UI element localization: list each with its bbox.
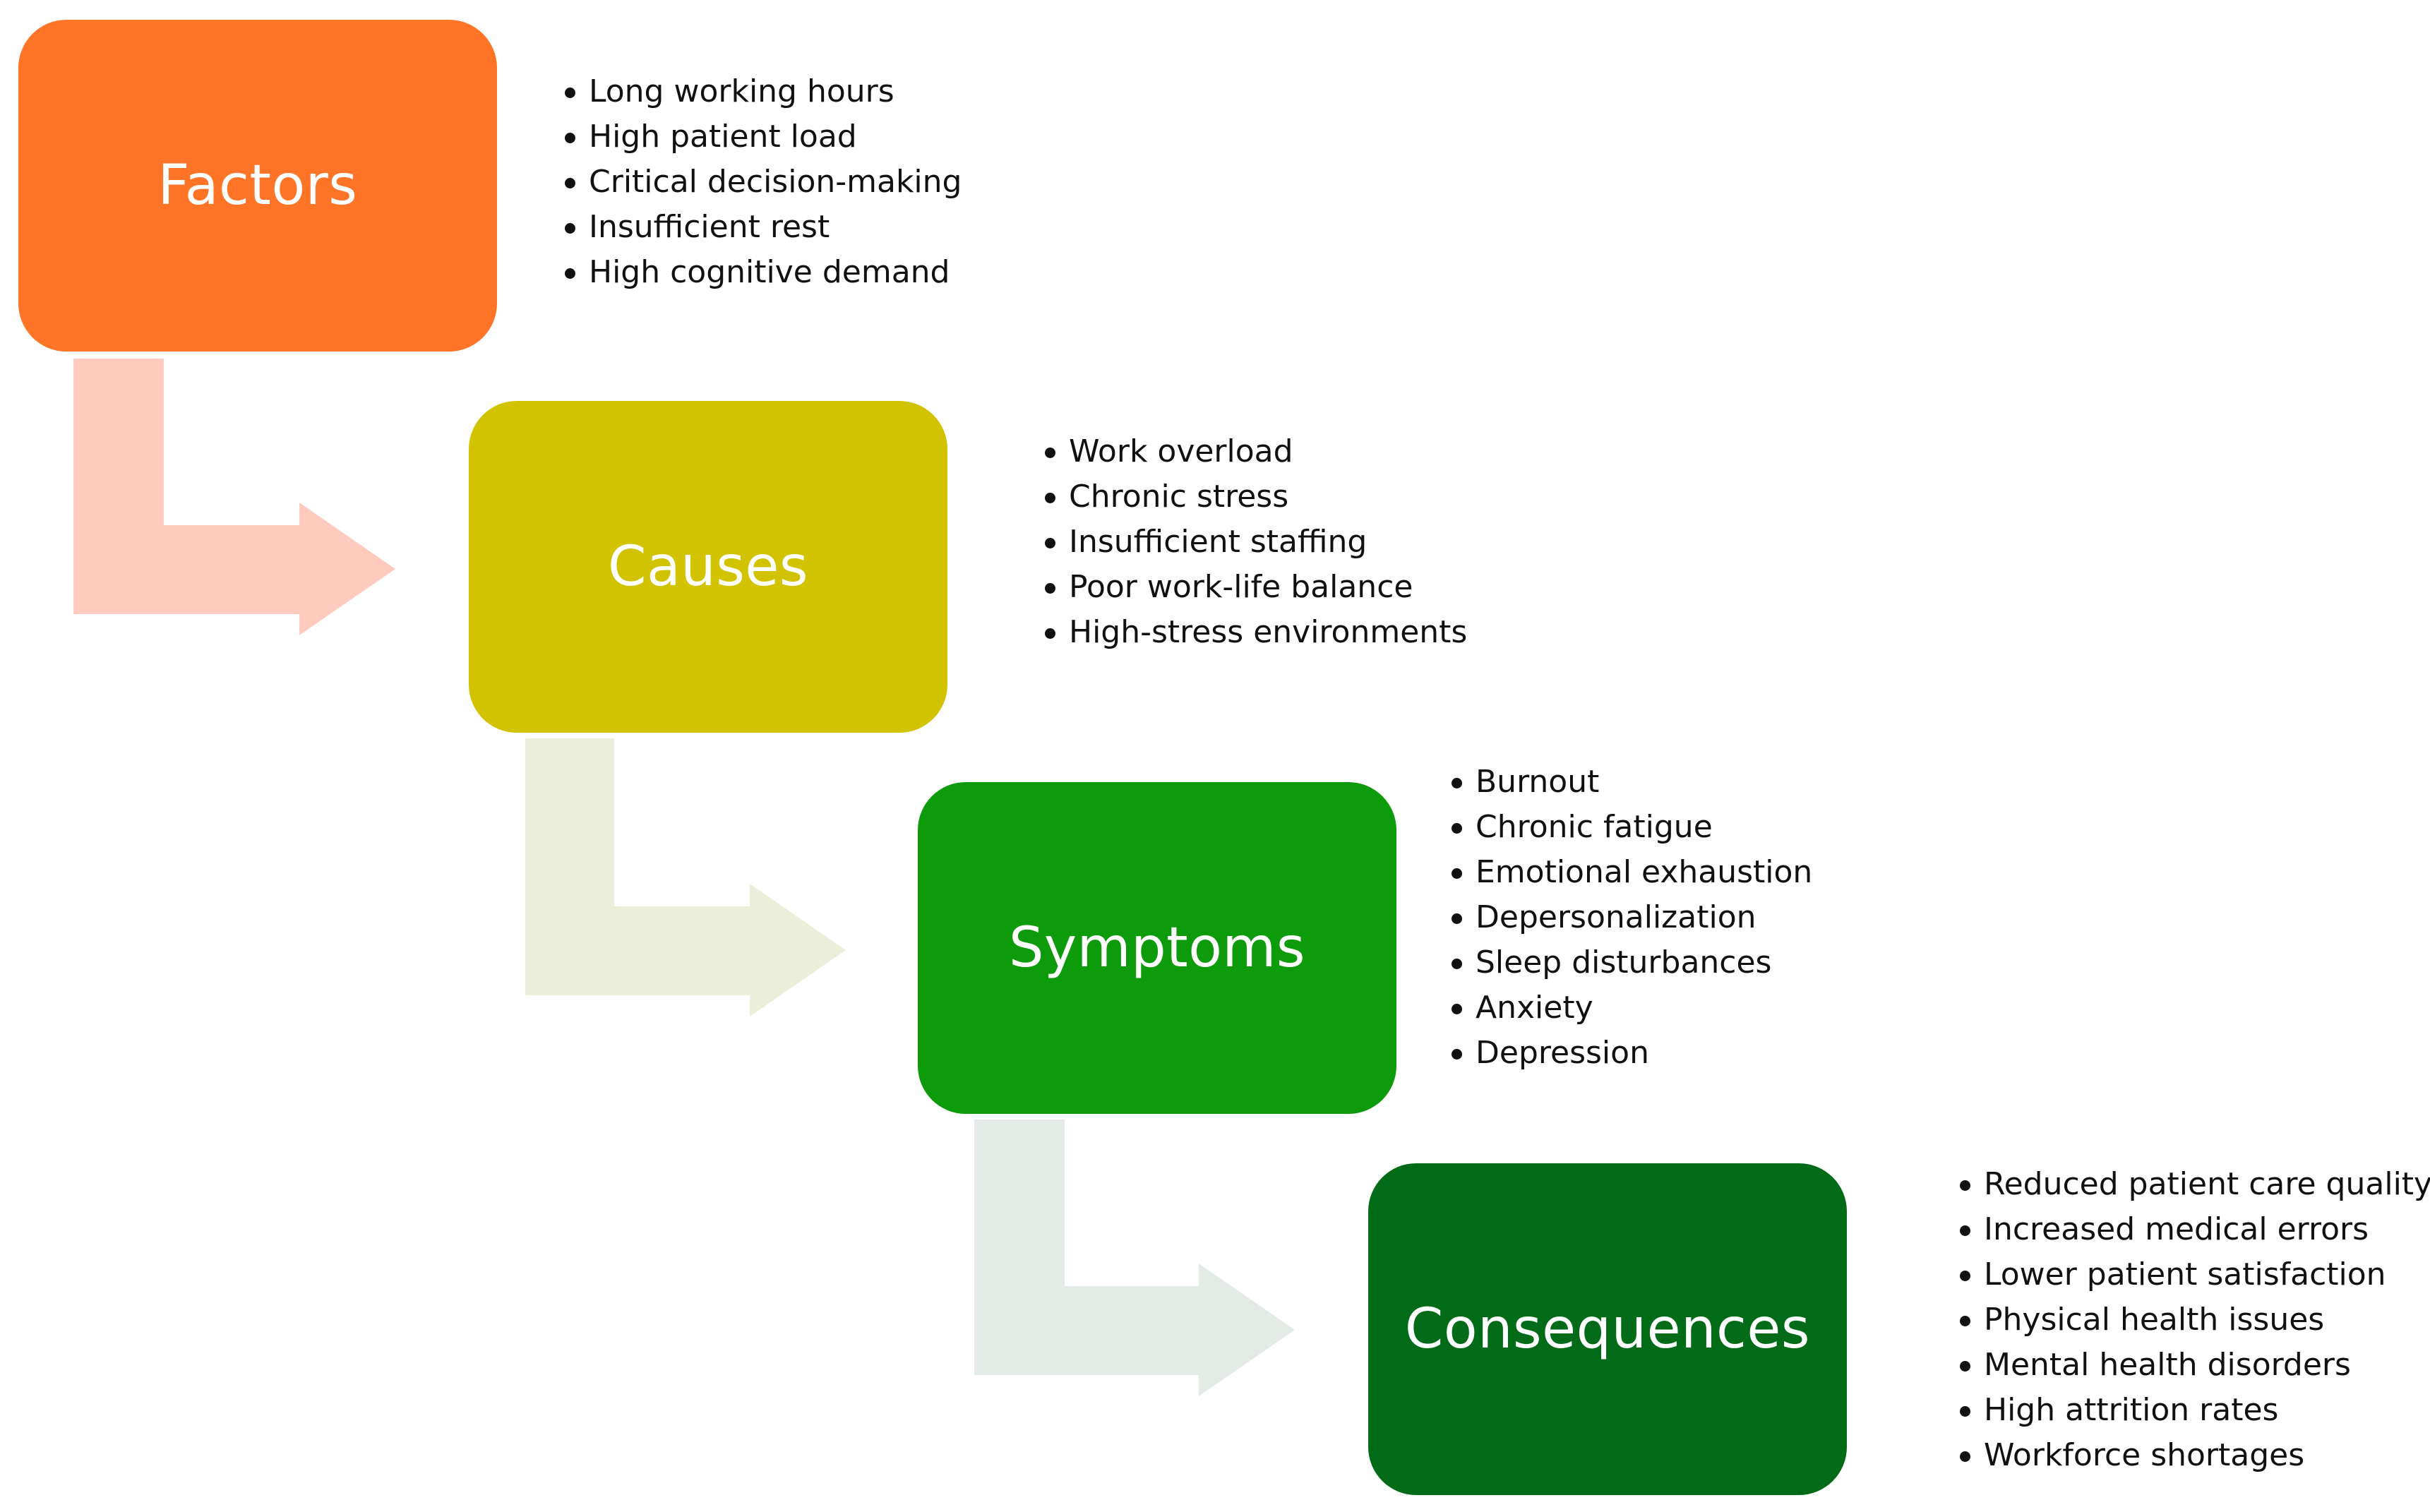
list-item: Reduced patient care quality — [1958, 1162, 2430, 1207]
list-item: High cognitive demand — [563, 250, 962, 295]
stage-box-factors: Factors — [18, 20, 497, 352]
list-item: Work overload — [1043, 429, 1467, 474]
list-item: Chronic fatigue — [1450, 805, 1812, 850]
list-item: Lower patient satisfaction — [1958, 1252, 2430, 1297]
causes-list: Work overload Chronic stress Insufficien… — [1043, 429, 1467, 655]
list-item: Emotional exhaustion — [1450, 850, 1812, 895]
bent-arrow-causes-to-symptoms — [525, 738, 846, 1016]
list-item: Sleep disturbances — [1450, 940, 1812, 985]
stage-title-consequences: Consequences — [1404, 1297, 1811, 1361]
list-item: Critical decision-making — [563, 160, 962, 205]
list-item: Chronic stress — [1043, 474, 1467, 520]
list-item: Increased medical errors — [1958, 1207, 2430, 1252]
stage-box-consequences: Consequences — [1368, 1163, 1847, 1495]
stage-title-symptoms: Symptoms — [1008, 916, 1306, 980]
list-item: Insufficient staffing — [1043, 520, 1467, 565]
list-item: Mental health disorders — [1958, 1343, 2430, 1388]
stage-title-factors: Factors — [157, 154, 358, 217]
symptoms-list: Burnout Chronic fatigue Emotional exhaus… — [1450, 760, 1812, 1076]
list-item: Depression — [1450, 1031, 1812, 1076]
list-item: Poor work-life balance — [1043, 565, 1467, 610]
list-item: Long working hours — [563, 69, 962, 114]
list-item: Insufficient rest — [563, 205, 962, 250]
list-item: Physical health issues — [1958, 1297, 2430, 1343]
consequences-list: Reduced patient care quality Increased m… — [1958, 1162, 2430, 1478]
list-item: Workforce shortages — [1958, 1433, 2430, 1478]
list-item: High patient load — [563, 114, 962, 160]
bent-arrow-factors-to-causes — [73, 359, 395, 635]
list-item: High attrition rates — [1958, 1388, 2430, 1433]
stage-box-causes: Causes — [469, 401, 947, 733]
list-item: High-stress environments — [1043, 610, 1467, 655]
list-item: Anxiety — [1450, 985, 1812, 1031]
stage-box-symptoms: Symptoms — [918, 782, 1396, 1114]
list-item: Burnout — [1450, 760, 1812, 805]
factors-list: Long working hours High patient load Cri… — [563, 69, 962, 295]
stage-title-causes: Causes — [608, 535, 808, 599]
list-item: Depersonalization — [1450, 895, 1812, 940]
bent-arrow-symptoms-to-consequences — [974, 1120, 1295, 1396]
